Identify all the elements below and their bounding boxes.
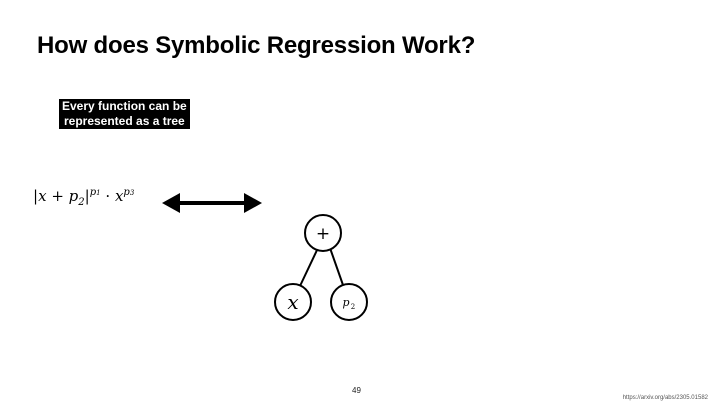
tree-node-p2-subscript: 2 xyxy=(351,303,355,311)
formula: |x + p2|p1 · xp3 xyxy=(33,187,134,208)
callout-line-2: represented as a tree xyxy=(63,114,185,128)
tree-node-x: x xyxy=(274,283,312,321)
callout-line-1: Every function can be xyxy=(62,99,187,113)
formula-x: x xyxy=(38,187,47,205)
tree-node-x-label: x xyxy=(287,290,298,314)
tree-node-p2-label: p xyxy=(342,296,349,309)
formula-abs-open: | xyxy=(33,187,39,205)
double-headed-arrow-icon xyxy=(162,193,262,213)
formula-abs-close: | xyxy=(84,187,90,205)
expression-tree: + x p 2 xyxy=(274,214,368,321)
reference-link[interactable]: https://arxiv.org/abs/2305.01582 xyxy=(622,395,708,401)
callout-box: Every function can be represented as a t… xyxy=(59,99,190,129)
formula-exp-1: p1 xyxy=(89,187,101,198)
slide-title: How does Symbolic Regression Work? xyxy=(37,32,476,59)
formula-plus: + xyxy=(51,187,64,205)
tree-node-root: + xyxy=(304,214,342,252)
page-number: 49 xyxy=(352,386,361,395)
formula-x2: x xyxy=(114,187,124,205)
formula-exp-3: p3 xyxy=(123,187,135,198)
formula-p: p xyxy=(68,187,79,205)
edge-root-right xyxy=(329,247,344,286)
formula-p-sub: 2 xyxy=(78,197,85,208)
formula-dot: · xyxy=(105,187,111,205)
tree-node-root-label: + xyxy=(316,224,330,244)
edge-root-left xyxy=(299,247,319,287)
tree-node-p2: p 2 xyxy=(330,283,368,321)
